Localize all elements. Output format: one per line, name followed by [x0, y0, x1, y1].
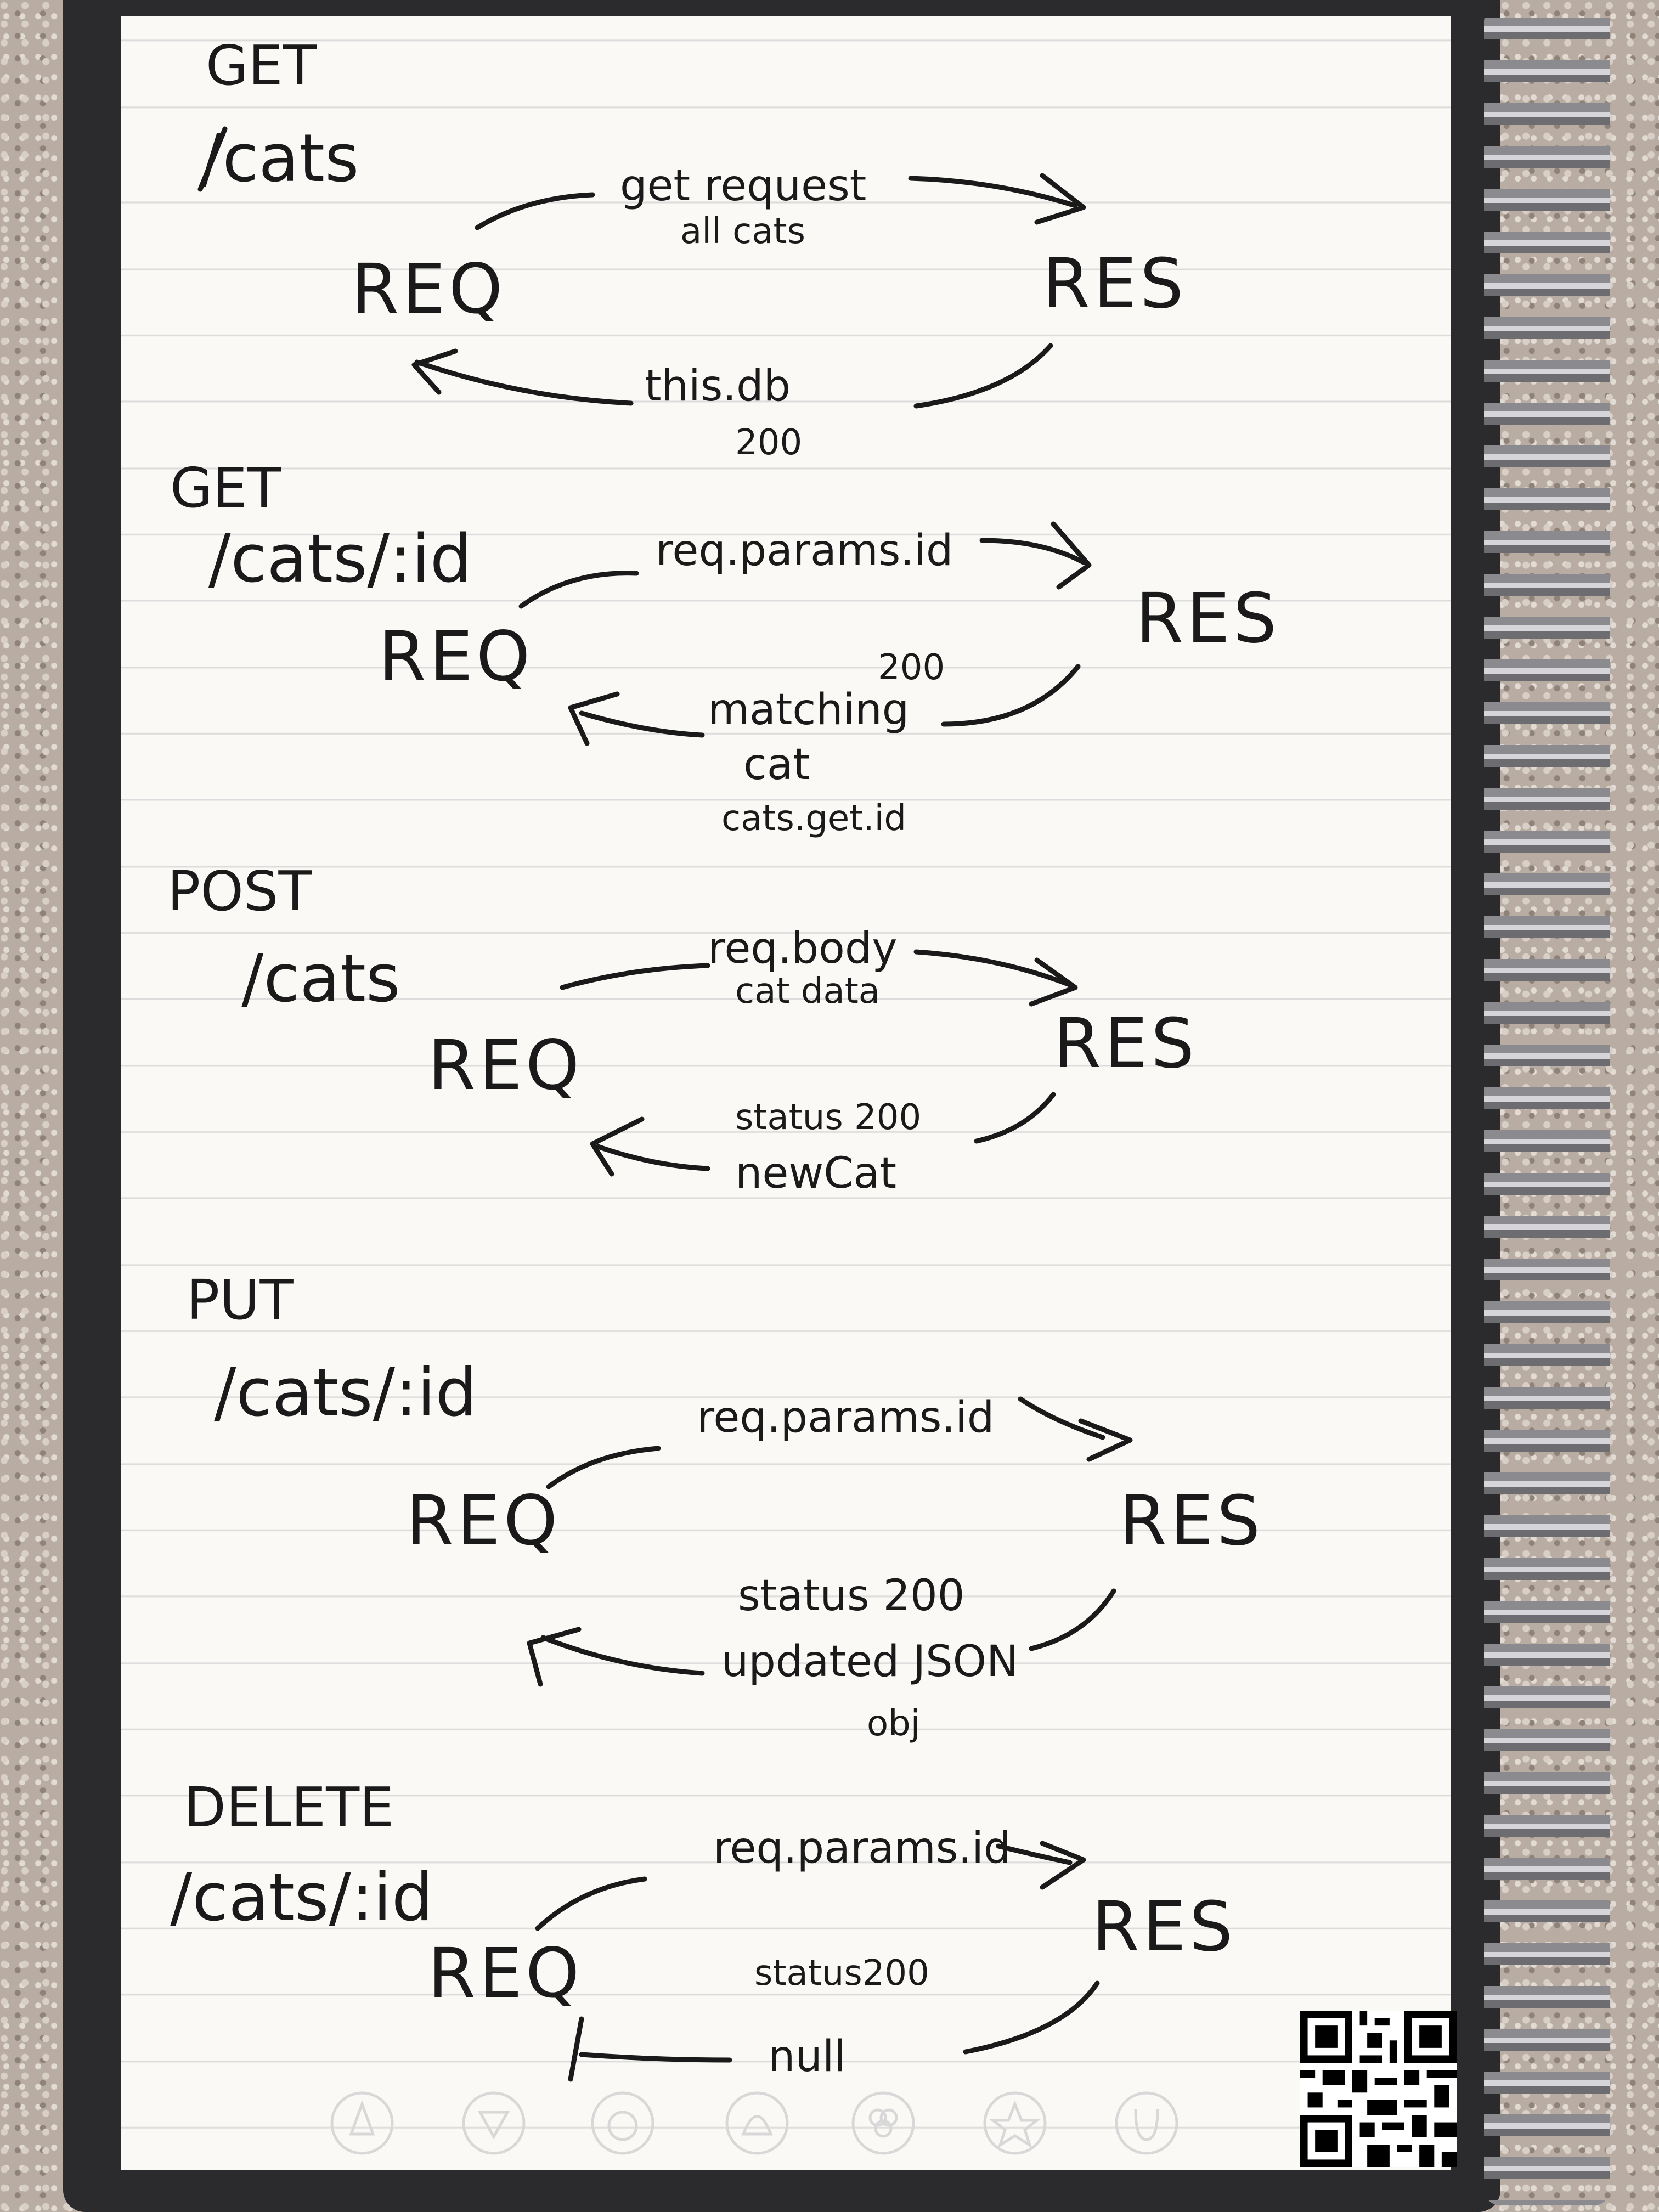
req-node-4: REQ: [406, 1481, 561, 1561]
request-arrowhead-4: [1078, 1418, 1133, 1462]
request-label-5a: req.params.id: [713, 1824, 1011, 1873]
response-label-4a: status 200: [738, 1571, 965, 1621]
res-node-2: RES: [1136, 579, 1280, 658]
http-method-post: POST: [167, 859, 312, 923]
response-arrowhead-4: [527, 1627, 582, 1687]
response-arrowhead-2: [568, 691, 620, 746]
request-label-4a: req.params.id: [697, 1393, 995, 1442]
request-arrow-3b: [913, 949, 1073, 988]
res-node-5: RES: [1092, 1887, 1237, 1967]
response-arrow-1b: [414, 359, 634, 406]
response-label-2c: cat: [743, 740, 810, 789]
http-method-delete: DELETE: [184, 1775, 394, 1839]
response-arrow-2b: [579, 710, 705, 738]
res-node-3: RES: [1053, 1004, 1198, 1084]
response-label-3b: newCat: [735, 1149, 897, 1198]
response-label-5a: status200: [754, 1953, 929, 1994]
star-icon: [983, 2091, 1047, 2155]
route-path-5: /cats/:id: [170, 1860, 433, 1936]
response-arrowhead-3: [590, 1116, 645, 1177]
response-label-2a: 200: [878, 647, 945, 688]
http-method-get-2: GET: [170, 456, 281, 520]
req-node-2: REQ: [379, 617, 534, 697]
request-arrow-4: [546, 1446, 661, 1489]
response-arrow-1: [913, 343, 1053, 409]
http-method-get-1: GET: [206, 33, 317, 98]
clover-icon: [851, 2091, 915, 2155]
http-method-put: PUT: [187, 1268, 294, 1332]
bell-icon: [725, 2091, 789, 2155]
response-label-3a: status 200: [735, 1097, 922, 1138]
route-path-3: /cats: [241, 941, 400, 1017]
apple-icon: [591, 2091, 654, 2155]
res-node-1: RES: [1042, 244, 1187, 324]
notebook-page: [121, 16, 1451, 2170]
horseshoe-icon: [1115, 2091, 1178, 2155]
rocket-icon: [330, 2091, 394, 2155]
request-arrow-1: [475, 192, 595, 230]
route-path-1: /cats: [200, 121, 359, 197]
response-arrow-4b: [540, 1635, 705, 1676]
request-arrowhead-1: [1034, 173, 1086, 225]
request-arrowhead-2: [1051, 521, 1092, 590]
response-arrow-3b: [595, 1144, 710, 1171]
response-label-1b: 200: [735, 422, 803, 463]
response-arrow-3: [974, 1092, 1056, 1144]
response-arrow-5b: [579, 2052, 732, 2063]
path-slash-1: [198, 126, 228, 192]
request-arrow-5: [535, 1876, 647, 1931]
request-arrowhead-3: [1029, 957, 1078, 1007]
request-label-3a: req.body: [708, 924, 898, 973]
response-label-2d: cats.get.id: [721, 798, 907, 839]
route-path-4: /cats/:id: [214, 1355, 477, 1431]
spiral-binding: [1484, 5, 1610, 2205]
request-arrow-1b: [908, 176, 1078, 208]
diamond-icon: [462, 2091, 526, 2155]
request-arrow-2b: [979, 538, 1086, 565]
request-arrow-4b: [1018, 1396, 1105, 1440]
req-node-1: REQ: [351, 250, 506, 329]
request-label-3b: cat data: [735, 971, 880, 1012]
request-arrow-3: [560, 963, 710, 990]
response-label-4b: updated JSON: [721, 1637, 1019, 1686]
response-arrowhead-5: [568, 2016, 584, 2082]
response-label-5b: null: [768, 2032, 847, 2081]
request-label-2a: req.params.id: [656, 526, 953, 575]
request-label-1a: get request: [620, 161, 867, 211]
request-label-1b: all cats: [680, 211, 805, 252]
request-arrow-2: [518, 571, 639, 609]
response-arrow-5: [963, 1980, 1100, 2055]
request-arrow-5b: [996, 1843, 1073, 1865]
req-node-3: REQ: [428, 1026, 583, 1105]
response-arrow-2: [941, 664, 1081, 727]
response-label-4c: obj: [867, 1703, 921, 1744]
qr-code: [1300, 2011, 1457, 2167]
response-arrowhead-1: [411, 348, 458, 395]
res-node-4: RES: [1119, 1481, 1264, 1561]
response-arrow-4: [1029, 1588, 1116, 1651]
response-label-1a: this.db: [645, 362, 791, 411]
request-arrowhead-5: [1040, 1841, 1086, 1890]
req-node-5: REQ: [428, 1934, 583, 2013]
route-path-2: /cats/:id: [208, 521, 472, 597]
response-label-2b: matching: [708, 685, 910, 735]
